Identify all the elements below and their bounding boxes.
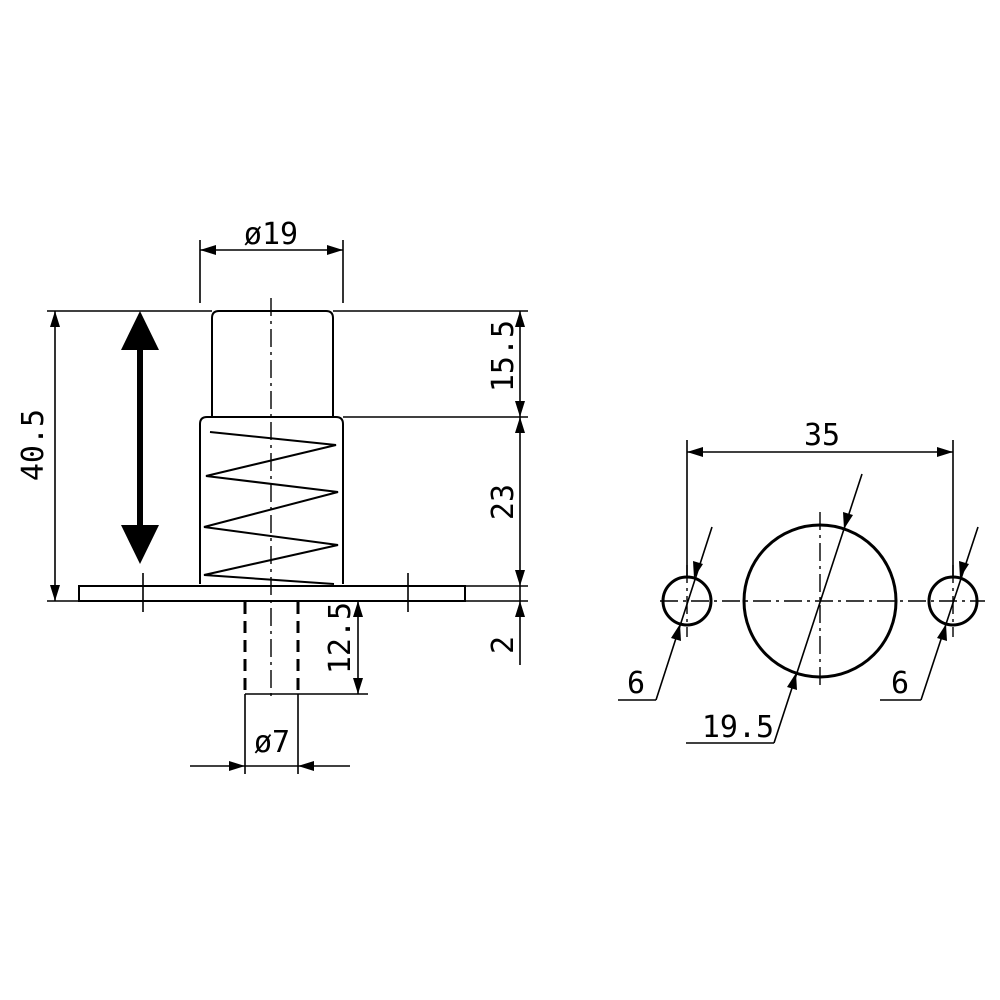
dim-spring-height-label: 23 [486, 484, 521, 520]
dim-pin-length-label: 12.5 [323, 602, 358, 674]
dim-right-chain: 15.5 23 2 [333, 310, 528, 665]
dim-hole-spacing-label: 35 [804, 418, 840, 453]
dim-flange-thickness-label: 2 [486, 636, 521, 654]
dim-pin-diameter: ø7 [190, 694, 350, 774]
dim-pin-diameter-label: ø7 [254, 725, 290, 760]
dim-overall-height-label: 40.5 [16, 409, 51, 481]
plunger-body [211, 310, 334, 417]
dim-overall-height: 40.5 [16, 310, 212, 602]
dim-pin-length: 12.5 [298, 601, 368, 695]
dim-left-hole: 6 [618, 526, 713, 701]
dim-left-hole-label: 6 [627, 666, 645, 701]
dim-center-hole: 19.5 [686, 473, 863, 745]
dim-diameter-top-label: ø19 [244, 217, 298, 252]
dim-right-hole: 6 [880, 526, 979, 701]
flange [78, 585, 466, 602]
side-view: ø19 40.5 15.5 23 2 [16, 217, 528, 774]
dim-top-height-label: 15.5 [486, 320, 521, 392]
dim-center-hole-label: 19.5 [702, 710, 774, 745]
dim-hole-spacing: 35 [686, 418, 954, 577]
travel-arrow [121, 311, 159, 564]
dim-right-hole-label: 6 [891, 666, 909, 701]
center-hole [742, 523, 898, 679]
dim-diameter-top: ø19 [199, 217, 344, 303]
hole-pattern-view: 35 6 19.5 6 [618, 418, 985, 745]
